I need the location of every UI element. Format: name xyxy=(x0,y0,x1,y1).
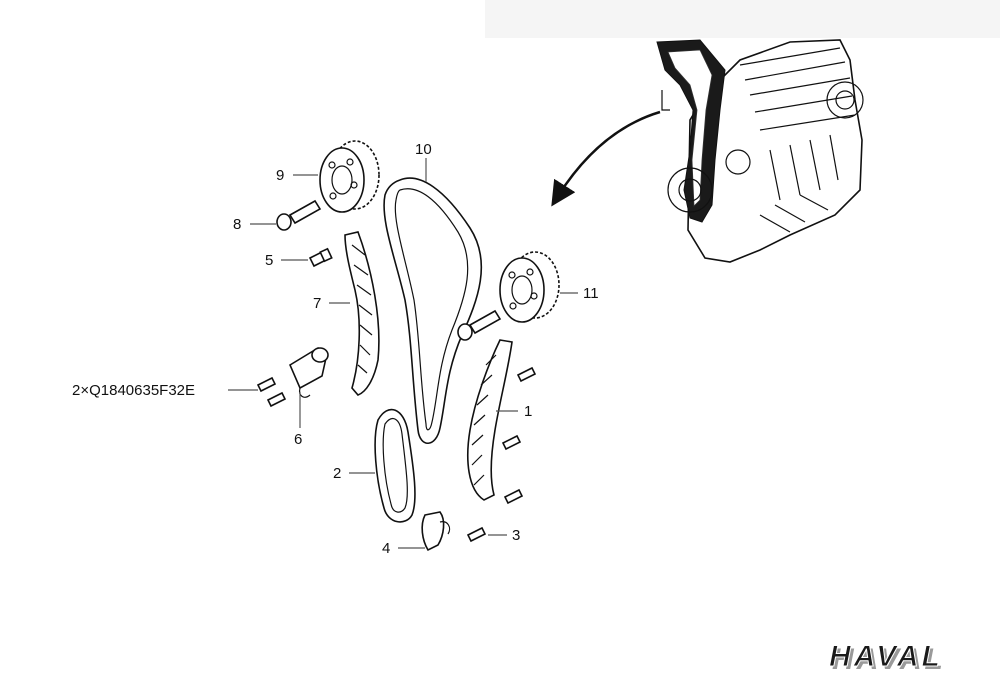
part-number-label: 2×Q1840635F32E xyxy=(72,382,195,399)
chain-tensioner xyxy=(288,346,329,398)
direction-arrow xyxy=(551,110,661,207)
guide-bolt-right-3 xyxy=(503,488,524,505)
guide-bolt-right-2 xyxy=(501,434,522,451)
callout-10: 10 xyxy=(415,141,432,158)
sprocket-bolt xyxy=(276,199,322,231)
camshaft-sprocket-lower xyxy=(499,251,560,323)
tensioner-shoe-bolt xyxy=(466,526,487,543)
callout-1: 1 xyxy=(524,403,532,420)
callout-9: 9 xyxy=(276,167,284,184)
callout-11: 11 xyxy=(583,285,599,302)
chain-guide-left xyxy=(344,231,380,396)
top-banner-strip xyxy=(485,0,1000,38)
callout-8: 8 xyxy=(233,216,241,233)
tensioner-bolt-2 xyxy=(266,391,287,408)
leader-lines xyxy=(228,158,578,549)
callout-2: 2 xyxy=(333,465,341,482)
chain-guide-right xyxy=(467,339,513,501)
camshaft-sprocket-upper xyxy=(319,140,380,213)
engine-block-illustration xyxy=(656,39,864,263)
haval-logo: HAVAL HAVAL xyxy=(829,640,946,677)
callout-6: 6 xyxy=(294,431,302,448)
haval-logo-shadow: HAVAL xyxy=(832,643,946,676)
guide-bolt-small xyxy=(308,247,333,268)
callout-5: 5 xyxy=(265,252,273,269)
tensioner-bolt-1 xyxy=(256,376,277,393)
tensioner-shoe xyxy=(421,511,451,552)
sprocket-bolt-right xyxy=(457,309,502,341)
guide-bolt-right-1 xyxy=(516,366,537,383)
callout-7: 7 xyxy=(313,295,321,312)
callout-4: 4 xyxy=(382,540,390,557)
timing-chain-lower xyxy=(374,408,416,523)
callout-3: 3 xyxy=(512,527,520,544)
haval-logo-text: HAVAL xyxy=(829,640,943,673)
timing-chain-upper xyxy=(383,177,483,445)
